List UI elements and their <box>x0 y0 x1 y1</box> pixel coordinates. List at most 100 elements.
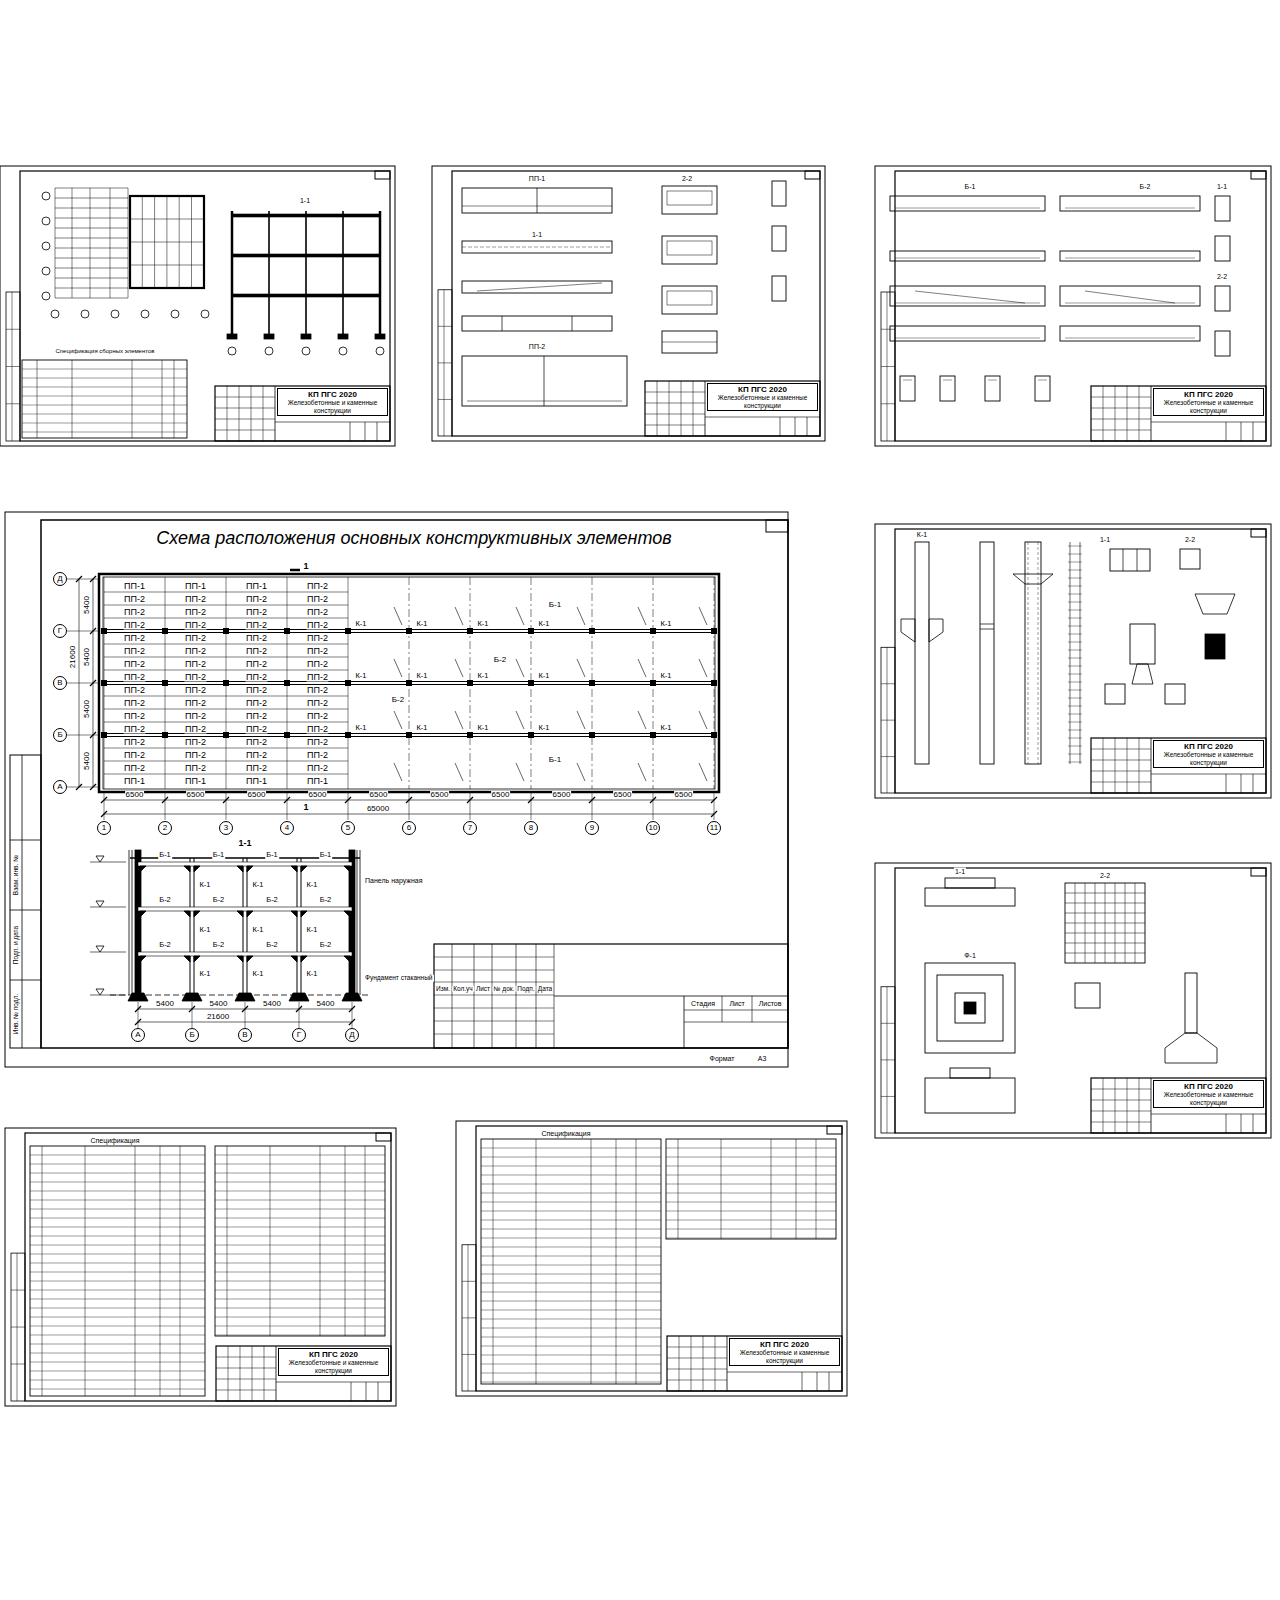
title-block <box>722 996 723 1022</box>
spec-table <box>162 360 163 438</box>
element-mark: К-1 <box>305 970 318 978</box>
side-stamp <box>881 647 895 793</box>
column <box>467 680 473 686</box>
rebar-cage <box>1068 562 1082 563</box>
column <box>342 211 344 334</box>
panel-joint <box>104 709 348 710</box>
panel-mark: ПП-2 <box>123 737 146 746</box>
spec-table <box>30 1254 205 1255</box>
title-block <box>703 1336 704 1391</box>
crossbar <box>138 907 352 911</box>
dimension-tick <box>349 1019 355 1025</box>
extension-line <box>352 1002 353 1028</box>
spec-table <box>481 1157 661 1158</box>
spec-table <box>227 1146 228 1336</box>
panel-hatch <box>577 659 585 677</box>
spec-table <box>30 1182 205 1183</box>
drawing-line <box>662 342 717 343</box>
extension-line <box>67 579 99 580</box>
panel-hatch <box>516 711 524 729</box>
rebar <box>1085 291 1175 303</box>
panel-mark: ПП-2 <box>123 620 146 629</box>
plan-outline <box>130 196 204 288</box>
title-block <box>705 417 820 418</box>
spec-table <box>215 1164 385 1165</box>
dimension-tick <box>101 797 107 803</box>
panel-mark: ПП-2 <box>306 581 329 590</box>
title-block-header: КП ПГС 2020Железобетонные и каменные кон… <box>278 1348 389 1376</box>
axis-bubble: Б <box>53 728 67 742</box>
drawing-line <box>1137 549 1138 571</box>
panel-mark: ПП-2 <box>245 672 268 681</box>
level-mark <box>90 995 126 996</box>
element-mark: К-1 <box>659 620 672 628</box>
axis-circle <box>171 310 179 318</box>
panel-hatch <box>699 763 707 781</box>
spec-table <box>30 1326 205 1327</box>
panel-joint <box>104 748 348 749</box>
spec-table <box>636 1139 637 1384</box>
corner-box <box>766 520 788 532</box>
spec-table <box>481 1202 661 1203</box>
panel-joint <box>104 618 348 619</box>
element-mark: Б-1 <box>158 851 172 859</box>
dimension: 21600 <box>206 1013 230 1021</box>
element-mark: К-1 <box>354 672 367 680</box>
spec-table <box>666 1220 836 1221</box>
title-block <box>645 425 705 426</box>
drawing-line <box>537 188 538 213</box>
extension-line <box>67 735 99 736</box>
panel-mark: ПП-2 <box>306 750 329 759</box>
column <box>162 628 168 634</box>
dimension-tick <box>467 797 473 803</box>
title-block <box>276 1346 277 1401</box>
title-block <box>1091 419 1151 420</box>
side-stamp <box>10 980 41 981</box>
haunch <box>194 911 200 917</box>
panel-joint <box>104 774 348 775</box>
rebar-cage <box>1070 542 1071 764</box>
rebar-cage <box>1068 586 1082 587</box>
side-stamp <box>6 329 20 330</box>
element-mark: Б-1 <box>265 851 279 859</box>
spec-table <box>796 1139 797 1239</box>
element-mark: К-1 <box>476 724 489 732</box>
drawing-line <box>980 629 994 630</box>
axis-circle <box>81 310 89 318</box>
drawing-line <box>72 188 73 298</box>
element-outline <box>980 542 994 764</box>
corner-box <box>827 1126 842 1134</box>
shape <box>1132 664 1153 684</box>
project-code: КП ПГС 2020 <box>280 390 385 399</box>
element-mark: К-1 <box>198 970 211 978</box>
corner-box <box>376 1133 391 1141</box>
dimension-tick <box>223 797 229 803</box>
spec-table <box>30 1209 205 1210</box>
spec-table <box>481 1166 661 1167</box>
axis-circle <box>42 267 50 275</box>
axis-bubble: В <box>53 676 67 690</box>
rebar <box>895 258 1040 259</box>
sheet-title: Схема расположения основных конструктивн… <box>155 529 672 547</box>
title-block <box>1091 430 1151 431</box>
title-block <box>727 1372 842 1373</box>
shape <box>929 619 943 642</box>
title-block <box>215 430 275 431</box>
dimension-tick <box>135 1006 141 1012</box>
element-mark: Б-2 <box>265 941 279 949</box>
column <box>301 858 302 993</box>
title-block <box>1151 1078 1152 1133</box>
element-mark: Б-1 <box>548 756 562 764</box>
element-outline <box>462 281 612 293</box>
dimension-tick <box>76 576 82 582</box>
title-block <box>1091 397 1151 398</box>
element-outline <box>890 286 1045 306</box>
spec-table <box>215 1272 385 1273</box>
axis-circle <box>42 242 50 250</box>
element-outline <box>772 226 786 251</box>
dimension: 6500 <box>247 791 267 799</box>
spec-table <box>215 1299 385 1300</box>
axis-circle <box>141 310 149 318</box>
spec-table <box>666 1184 836 1185</box>
title-block <box>669 381 670 436</box>
